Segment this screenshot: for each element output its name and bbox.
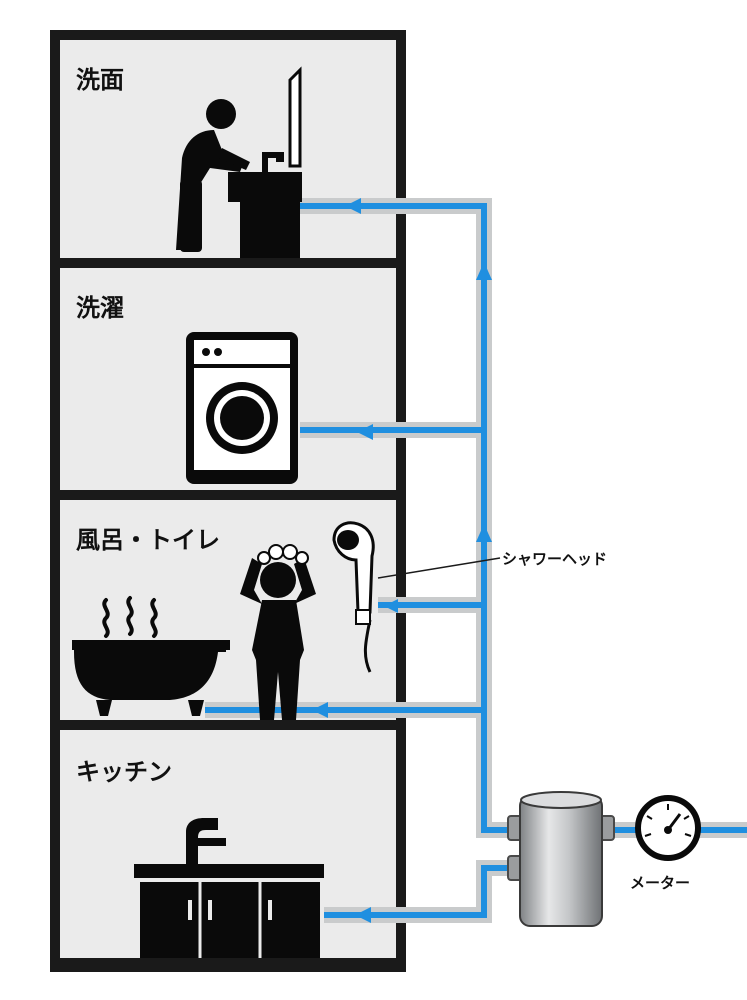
- shampoo-foam-icon: [257, 544, 309, 565]
- mirror-icon: [288, 66, 302, 168]
- meter-gauge-icon: [635, 795, 701, 861]
- kitchen-faucet-icon: [186, 818, 226, 866]
- meter-label: メーター: [630, 874, 691, 892]
- shower-head-icon: [332, 521, 375, 673]
- room-label-washroom: 洗面: [76, 66, 124, 94]
- water-heater-tank-icon: [507, 791, 615, 927]
- steam-icon: [102, 596, 158, 638]
- shower-head-label: シャワーヘッド: [502, 550, 608, 568]
- person-washing-hair-icon: [240, 558, 316, 720]
- person-at-sink-icon: [176, 99, 250, 252]
- flow-arrow-laundry: [357, 424, 373, 440]
- shower-head-callout-line: [377, 557, 501, 579]
- flow-arrow-kitchen: [355, 907, 371, 923]
- kitchen-cabinet-icon: [134, 864, 324, 958]
- flow-arrow-washroom: [345, 198, 361, 214]
- building-frame: [50, 30, 406, 972]
- room-washroom: [60, 40, 396, 258]
- washing-machine-icon: [186, 332, 298, 484]
- flow-arrow-bath: [312, 702, 328, 718]
- flow-arrows: [312, 198, 492, 923]
- flow-arrow-bath-shower: [384, 599, 398, 613]
- washbasin-icon: [228, 152, 302, 258]
- bathtub-icon: [72, 640, 230, 716]
- room-label-laundry: 洗濯: [76, 294, 124, 322]
- room-label-bath-toilet: 風呂・トイレ: [76, 526, 220, 554]
- flow-arrow-riser-upper: [476, 262, 492, 280]
- flow-arrow-riser-lower: [476, 524, 492, 542]
- room-label-kitchen: キッチン: [76, 758, 172, 786]
